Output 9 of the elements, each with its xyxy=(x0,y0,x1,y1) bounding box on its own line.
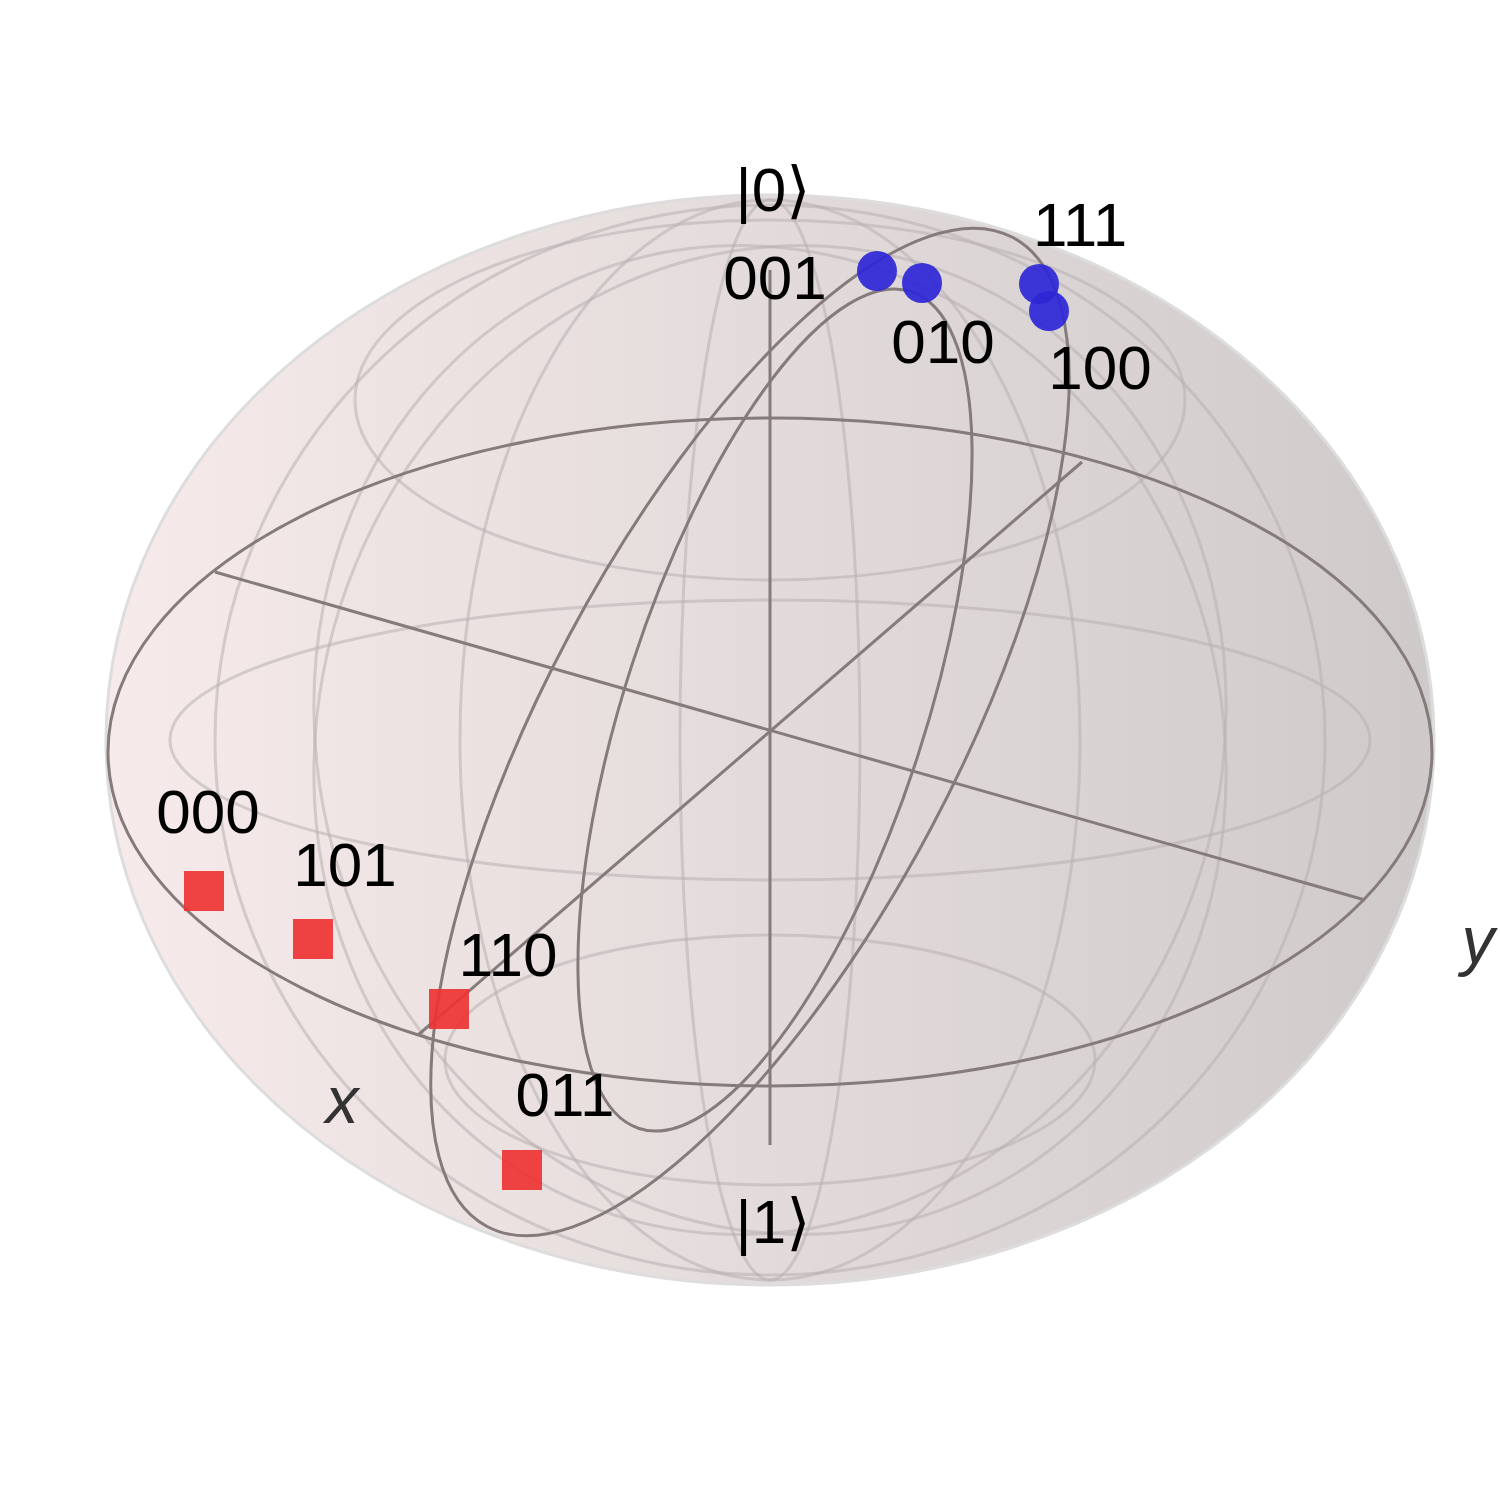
state-label: 100 xyxy=(1048,337,1152,399)
state-label: 111 xyxy=(1032,194,1128,256)
state-label: 110 xyxy=(458,924,558,986)
axis-label: x xyxy=(325,1067,359,1133)
state-label: 001 xyxy=(723,247,827,309)
state-label: 010 xyxy=(891,311,995,373)
state-label: 101 xyxy=(293,834,397,896)
state-label: 011 xyxy=(515,1064,615,1126)
state-label: 000 xyxy=(156,781,260,843)
